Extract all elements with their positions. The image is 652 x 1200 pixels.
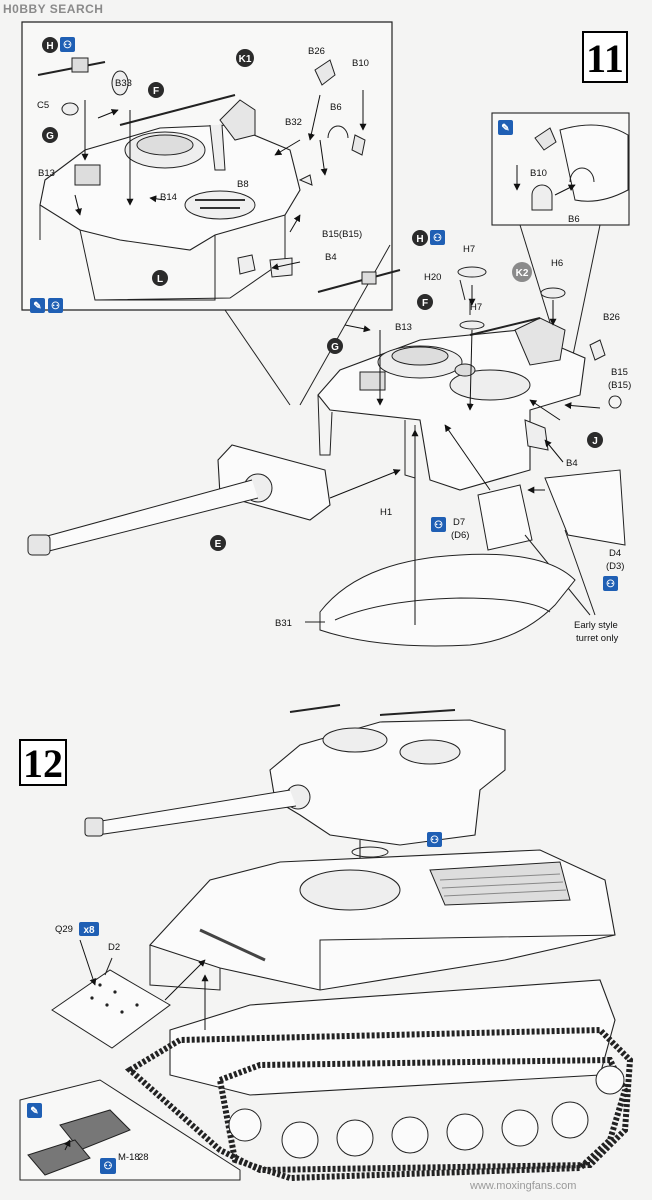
label-D4: D4: [609, 548, 621, 559]
svg-text:⚇: ⚇: [63, 40, 72, 51]
label-B32: B32: [285, 117, 302, 128]
label-D7-paren: (D6): [451, 530, 469, 541]
label-B6-small: B6: [568, 214, 580, 225]
badge-L: L: [152, 270, 168, 286]
svg-text:H: H: [416, 234, 423, 245]
badge-F-main: F: [417, 294, 433, 310]
label-B26: B26: [603, 312, 620, 323]
label-H7-top: H7: [463, 244, 475, 255]
svg-text:⚇: ⚇: [51, 301, 60, 312]
label-B6: B6: [330, 102, 342, 113]
svg-text:L: L: [157, 274, 163, 285]
badge-x8: x8: [79, 922, 99, 936]
badge-G: G: [42, 127, 58, 143]
inset-turret-roof: B26 B10 B33 C5 B6 B32 B13 B14 B8 B15(B15…: [21, 21, 393, 406]
svg-text:12: 12: [23, 741, 63, 786]
svg-text:✎: ✎: [30, 1106, 38, 1117]
svg-text:⚇: ⚇: [434, 520, 443, 531]
tool-icons-D4: ⚇: [603, 576, 618, 591]
note-turret-only: turret only: [576, 633, 618, 644]
badge-K1: K1: [236, 49, 254, 67]
tank-assembly: ⚇: [19, 704, 634, 1182]
label-28: 28: [138, 1152, 149, 1163]
svg-text:⚇: ⚇: [430, 835, 439, 846]
svg-text:⚇: ⚇: [104, 1161, 113, 1172]
step-12-box: 12: [19, 739, 67, 786]
badge-F: F: [148, 82, 164, 98]
svg-text:F: F: [153, 86, 159, 97]
label-B31: B31: [275, 618, 292, 629]
label-D7: D7: [453, 517, 465, 528]
label-B14: B14: [160, 192, 177, 203]
label-B13: B13: [38, 168, 55, 179]
badge-G-main: G: [327, 338, 343, 354]
label-B8: B8: [237, 179, 249, 190]
footer-watermark: www.moxingfans.com: [470, 1180, 577, 1192]
label-B10-small: B10: [530, 168, 547, 179]
hobbysearch-watermark: H0BBY SEARCH: [3, 2, 104, 16]
label-H1: H1: [380, 507, 392, 518]
svg-text:H: H: [46, 41, 53, 52]
label-D4-paren: (D3): [606, 561, 624, 572]
svg-text:F: F: [422, 298, 428, 309]
badge-J: J: [587, 432, 603, 448]
badge-H-main: H ⚇: [412, 230, 445, 246]
label-B13: B13: [395, 322, 412, 333]
turret-main-assembly: H7 H20 H6 H7 B13 B26 B15 (B15) B4 H1 D7 …: [27, 230, 631, 647]
label-H6: H6: [551, 258, 563, 269]
label-B15: B15: [611, 367, 628, 378]
label-B4-inset: B4: [325, 252, 337, 263]
badge-H: H ⚇: [42, 37, 75, 53]
label-B15-paren: (B15): [608, 380, 631, 391]
label-Q29: Q29: [55, 924, 73, 935]
svg-text:J: J: [592, 436, 598, 447]
svg-text:11: 11: [586, 36, 624, 81]
label-B15-inset: B15(B15): [322, 229, 362, 240]
svg-text:x8: x8: [83, 925, 95, 936]
label-M18: M-18: [118, 1152, 140, 1163]
label-D2: D2: [108, 942, 120, 953]
svg-text:⚇: ⚇: [606, 579, 615, 590]
note-early-style: Early style: [574, 620, 618, 631]
svg-text:⚇: ⚇: [433, 233, 442, 244]
svg-text:E: E: [215, 539, 222, 550]
svg-text:K1: K1: [239, 54, 252, 65]
svg-text:✎: ✎: [501, 123, 509, 134]
label-B33: B33: [115, 78, 132, 89]
svg-text:✎: ✎: [33, 301, 41, 312]
label-B4: B4: [566, 458, 578, 469]
label-B26: B26: [308, 46, 325, 57]
tool-icons-inset: ✎ ⚇: [30, 298, 63, 313]
label-C5: C5: [37, 100, 49, 111]
badge-E: E: [210, 535, 226, 551]
label-H7: H7: [470, 302, 482, 313]
svg-text:G: G: [331, 342, 339, 353]
inset-periscope-cover: ✎ B10 B6: [491, 112, 630, 356]
svg-text:G: G: [46, 131, 54, 142]
tool-icons-D7: ⚇: [431, 517, 446, 532]
badge-K2: K2: [512, 262, 532, 282]
label-B10: B10: [352, 58, 369, 69]
svg-text:K2: K2: [516, 268, 529, 279]
step-11-box: 11: [582, 31, 628, 83]
label-H20: H20: [424, 272, 441, 283]
